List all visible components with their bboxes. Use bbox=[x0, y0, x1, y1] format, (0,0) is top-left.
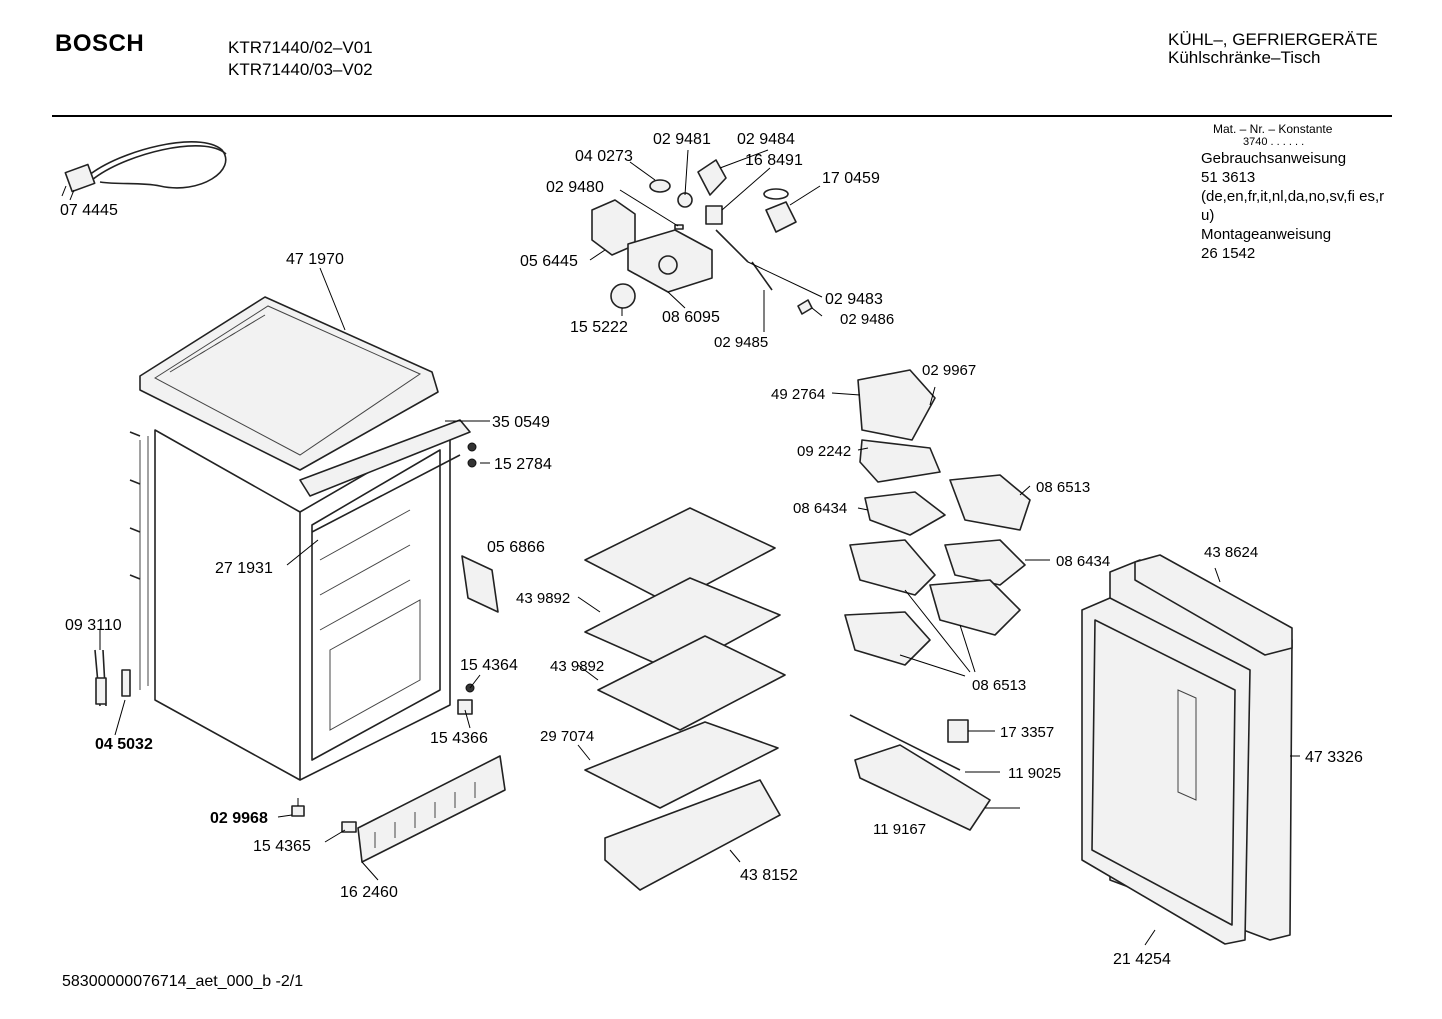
part-label: 17 3357 bbox=[1000, 724, 1054, 741]
info-line: 26 1542 bbox=[1201, 245, 1256, 262]
part-label: 11 9025 bbox=[1008, 765, 1061, 782]
part-label: 08 6513 bbox=[1036, 479, 1090, 496]
part-label: 21 4254 bbox=[1113, 951, 1171, 968]
door-drawing bbox=[1081, 554, 1293, 945]
glass-shelves-drawing bbox=[584, 507, 786, 891]
part-label: 43 8624 bbox=[1204, 544, 1258, 561]
part-labels: 07 4445 47 1970 35 0549 15 2784 27 1931 … bbox=[60, 131, 1363, 968]
part-label: 02 9967 bbox=[922, 362, 976, 379]
part-label: 15 4366 bbox=[430, 730, 488, 747]
part-label: 35 0549 bbox=[492, 414, 550, 431]
cabinet-drawing bbox=[94, 296, 506, 863]
part-label: 27 1931 bbox=[215, 560, 273, 577]
part-label: 02 9486 bbox=[840, 311, 894, 328]
part-label: 05 6445 bbox=[520, 253, 578, 270]
part-label: 16 2460 bbox=[340, 884, 398, 901]
part-label: 43 9892 bbox=[550, 658, 604, 675]
part-label: 08 6095 bbox=[662, 309, 720, 326]
brand-logo: BOSCH bbox=[55, 30, 145, 57]
part-label: 08 6434 bbox=[793, 500, 847, 517]
category-title: KÜHL–, GEFRIERGERÄTE bbox=[1168, 30, 1378, 49]
mat-nr-label: Mat. – Nr. – Konstante bbox=[1213, 122, 1333, 136]
info-line: Gebrauchsanweisung bbox=[1201, 150, 1347, 167]
part-label: 43 9892 bbox=[516, 590, 570, 607]
document-id: 58300000076714_aet_000_b -2/1 bbox=[62, 973, 304, 990]
part-label: 15 2784 bbox=[494, 456, 552, 473]
category-subtitle: Kühlschränke–Tisch bbox=[1168, 48, 1321, 67]
part-label: 04 5032 bbox=[95, 736, 153, 753]
part-label: 29 7074 bbox=[540, 728, 594, 745]
konstante-value: 3740 . . . . . . bbox=[1243, 136, 1305, 148]
info-line: (de,en,fr,it,nl,da,no,sv,fi es,ru) bbox=[1201, 188, 1385, 224]
part-label: 15 5222 bbox=[570, 319, 628, 336]
part-label: 02 9968 bbox=[210, 810, 268, 827]
part-label: 02 9485 bbox=[714, 334, 768, 351]
model-number-2: KTR71440/03–V02 bbox=[228, 60, 373, 79]
part-label: 02 9483 bbox=[825, 291, 883, 308]
leader-lines bbox=[99, 149, 1300, 946]
part-label: 09 3110 bbox=[65, 617, 122, 634]
part-label: 08 6434 bbox=[1056, 553, 1110, 570]
part-label: 17 0459 bbox=[822, 170, 880, 187]
part-label: 05 6866 bbox=[487, 539, 545, 556]
power-cord-drawing bbox=[61, 141, 227, 201]
part-label: 15 4364 bbox=[460, 657, 518, 674]
part-label: 02 9484 bbox=[737, 131, 795, 148]
info-line: Montageanweisung bbox=[1201, 226, 1332, 243]
part-label: 47 1970 bbox=[286, 251, 344, 268]
part-label: 07 4445 bbox=[60, 202, 118, 219]
part-label: 02 9480 bbox=[546, 179, 604, 196]
part-label: 04 0273 bbox=[575, 148, 633, 165]
part-label: 47 3326 bbox=[1305, 749, 1363, 766]
part-label: 16 8491 bbox=[745, 152, 803, 169]
part-label: 49 2764 bbox=[771, 386, 825, 403]
door-accessories-drawing bbox=[844, 369, 1031, 831]
part-label: 43 8152 bbox=[740, 867, 798, 884]
part-label: 09 2242 bbox=[797, 443, 851, 460]
thermostat-assembly-drawing bbox=[591, 159, 813, 315]
model-number-1: KTR71440/02–V01 bbox=[228, 38, 373, 57]
part-label: 02 9481 bbox=[653, 131, 711, 148]
part-label: 08 6513 bbox=[972, 677, 1026, 694]
info-line: 51 3613 bbox=[1201, 169, 1256, 186]
documentation-info: Mat. – Nr. – Konstante 3740 . . . . . . … bbox=[1201, 122, 1386, 263]
part-label: 15 4365 bbox=[253, 838, 311, 855]
part-label: 11 9167 bbox=[873, 821, 926, 838]
header-rule bbox=[52, 115, 1392, 117]
